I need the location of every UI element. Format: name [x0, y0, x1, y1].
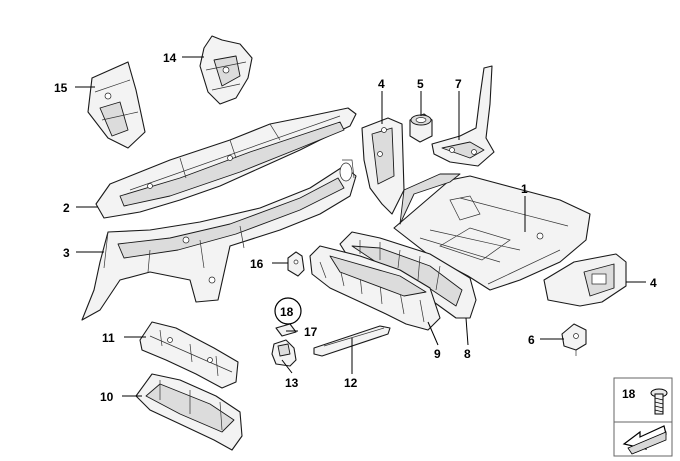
legend-screw-box: 18 — [613, 377, 673, 423]
callout-14: 14 — [163, 51, 177, 65]
callout-3: 3 — [63, 246, 70, 260]
screw-icon — [650, 388, 668, 415]
part-9-reinforcement — [309, 245, 441, 331]
callout-5: 5 — [417, 77, 424, 91]
part-10-crossmember — [135, 373, 243, 451]
callout-9: 9 — [434, 347, 441, 361]
callout-6: 6 — [528, 333, 535, 347]
callout-18-circle: 18 — [274, 297, 302, 325]
part-4-upper-bracket — [361, 117, 405, 215]
legend-arrow-box — [613, 421, 673, 457]
callout-2: 2 — [63, 201, 70, 215]
callout-4-right: 4 — [650, 276, 657, 290]
callout-1: 1 — [521, 182, 528, 196]
part-13-mount — [271, 339, 297, 367]
callout-17: 17 — [304, 325, 318, 339]
part-3-lower-rail — [81, 159, 357, 321]
callout-4-upper: 4 — [378, 77, 385, 91]
callout-7: 7 — [455, 77, 462, 91]
part-4-right-crossmember — [543, 253, 627, 307]
part-5-cup — [409, 113, 433, 143]
callout-8: 8 — [464, 347, 471, 361]
direction-arrow-icon — [622, 425, 667, 455]
part-2-longitudinal-rail — [95, 107, 357, 219]
callout-11: 11 — [102, 331, 115, 345]
part-16-clip — [287, 251, 305, 277]
part-15-bracket — [87, 61, 146, 149]
callout-12: 12 — [344, 376, 358, 390]
part-11-bracket — [139, 321, 239, 389]
part-17-nut — [275, 323, 297, 337]
callout-15: 15 — [54, 81, 68, 95]
legend-screw-number: 18 — [622, 387, 636, 401]
part-14-bracket — [199, 35, 253, 105]
part-6-bracket — [561, 323, 587, 356]
leader-lines — [75, 56, 646, 397]
callout-10: 10 — [100, 390, 114, 404]
callout-16: 16 — [250, 257, 264, 271]
callout-18: 18 — [280, 305, 294, 319]
part-7-bracket — [431, 65, 495, 167]
callout-13: 13 — [285, 376, 299, 390]
